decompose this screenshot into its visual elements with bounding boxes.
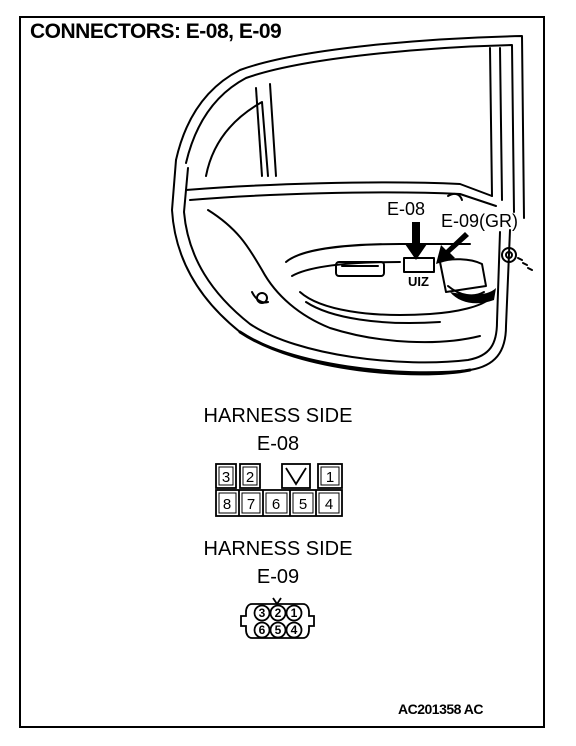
e09-pin-label: 2 [275,606,282,620]
e08-callout: E-08 [387,199,426,219]
e08-pin-2 [239,463,261,489]
diagram-title: CONNECTORS: E-08, E-09 [30,20,282,43]
e08-pin-label: 7 [247,496,255,513]
harness-side-heading-2: HARNESS SIDE [203,538,353,560]
e08-key [281,463,311,489]
e09-housing [240,603,315,639]
e08-pin-3 [215,463,237,489]
e09-pin-label: 1 [291,606,298,620]
e09-pin-6 [253,621,271,639]
e09-pin-4 [285,621,303,639]
e08-pin-label: 2 [246,469,254,486]
figure-code: AC201358 AC [398,701,484,717]
e09-pin-5 [269,621,287,639]
e08-pin-label: 4 [325,496,333,513]
e09-arrow [436,232,469,264]
e09-pin-label: 5 [275,623,282,637]
e08-pin-label: 6 [272,496,280,513]
door-mark: UIZ [408,274,429,289]
e08-arrow [405,222,427,260]
e09-pin-label: 6 [259,623,266,637]
e09-pin-2 [269,604,287,622]
e08-pin-label: 1 [326,469,334,486]
e09-pin-1 [285,604,303,622]
connector-label-e09: E-09 [256,566,300,588]
e08-pin-label: 3 [222,469,230,486]
e09-pin-label: 3 [259,606,266,620]
e09-pin-label: 4 [291,623,298,637]
e09-callout: E-09(GR) [441,211,519,231]
harness-side-heading-1: HARNESS SIDE [203,405,353,427]
e08-pin-label: 5 [299,496,307,513]
diagram-frame [19,16,545,728]
connector-label-e08: E-08 [256,433,300,455]
e09-pin-3 [253,604,271,622]
e08-pin-1 [317,463,343,489]
e08-pin-label: 8 [223,496,231,513]
